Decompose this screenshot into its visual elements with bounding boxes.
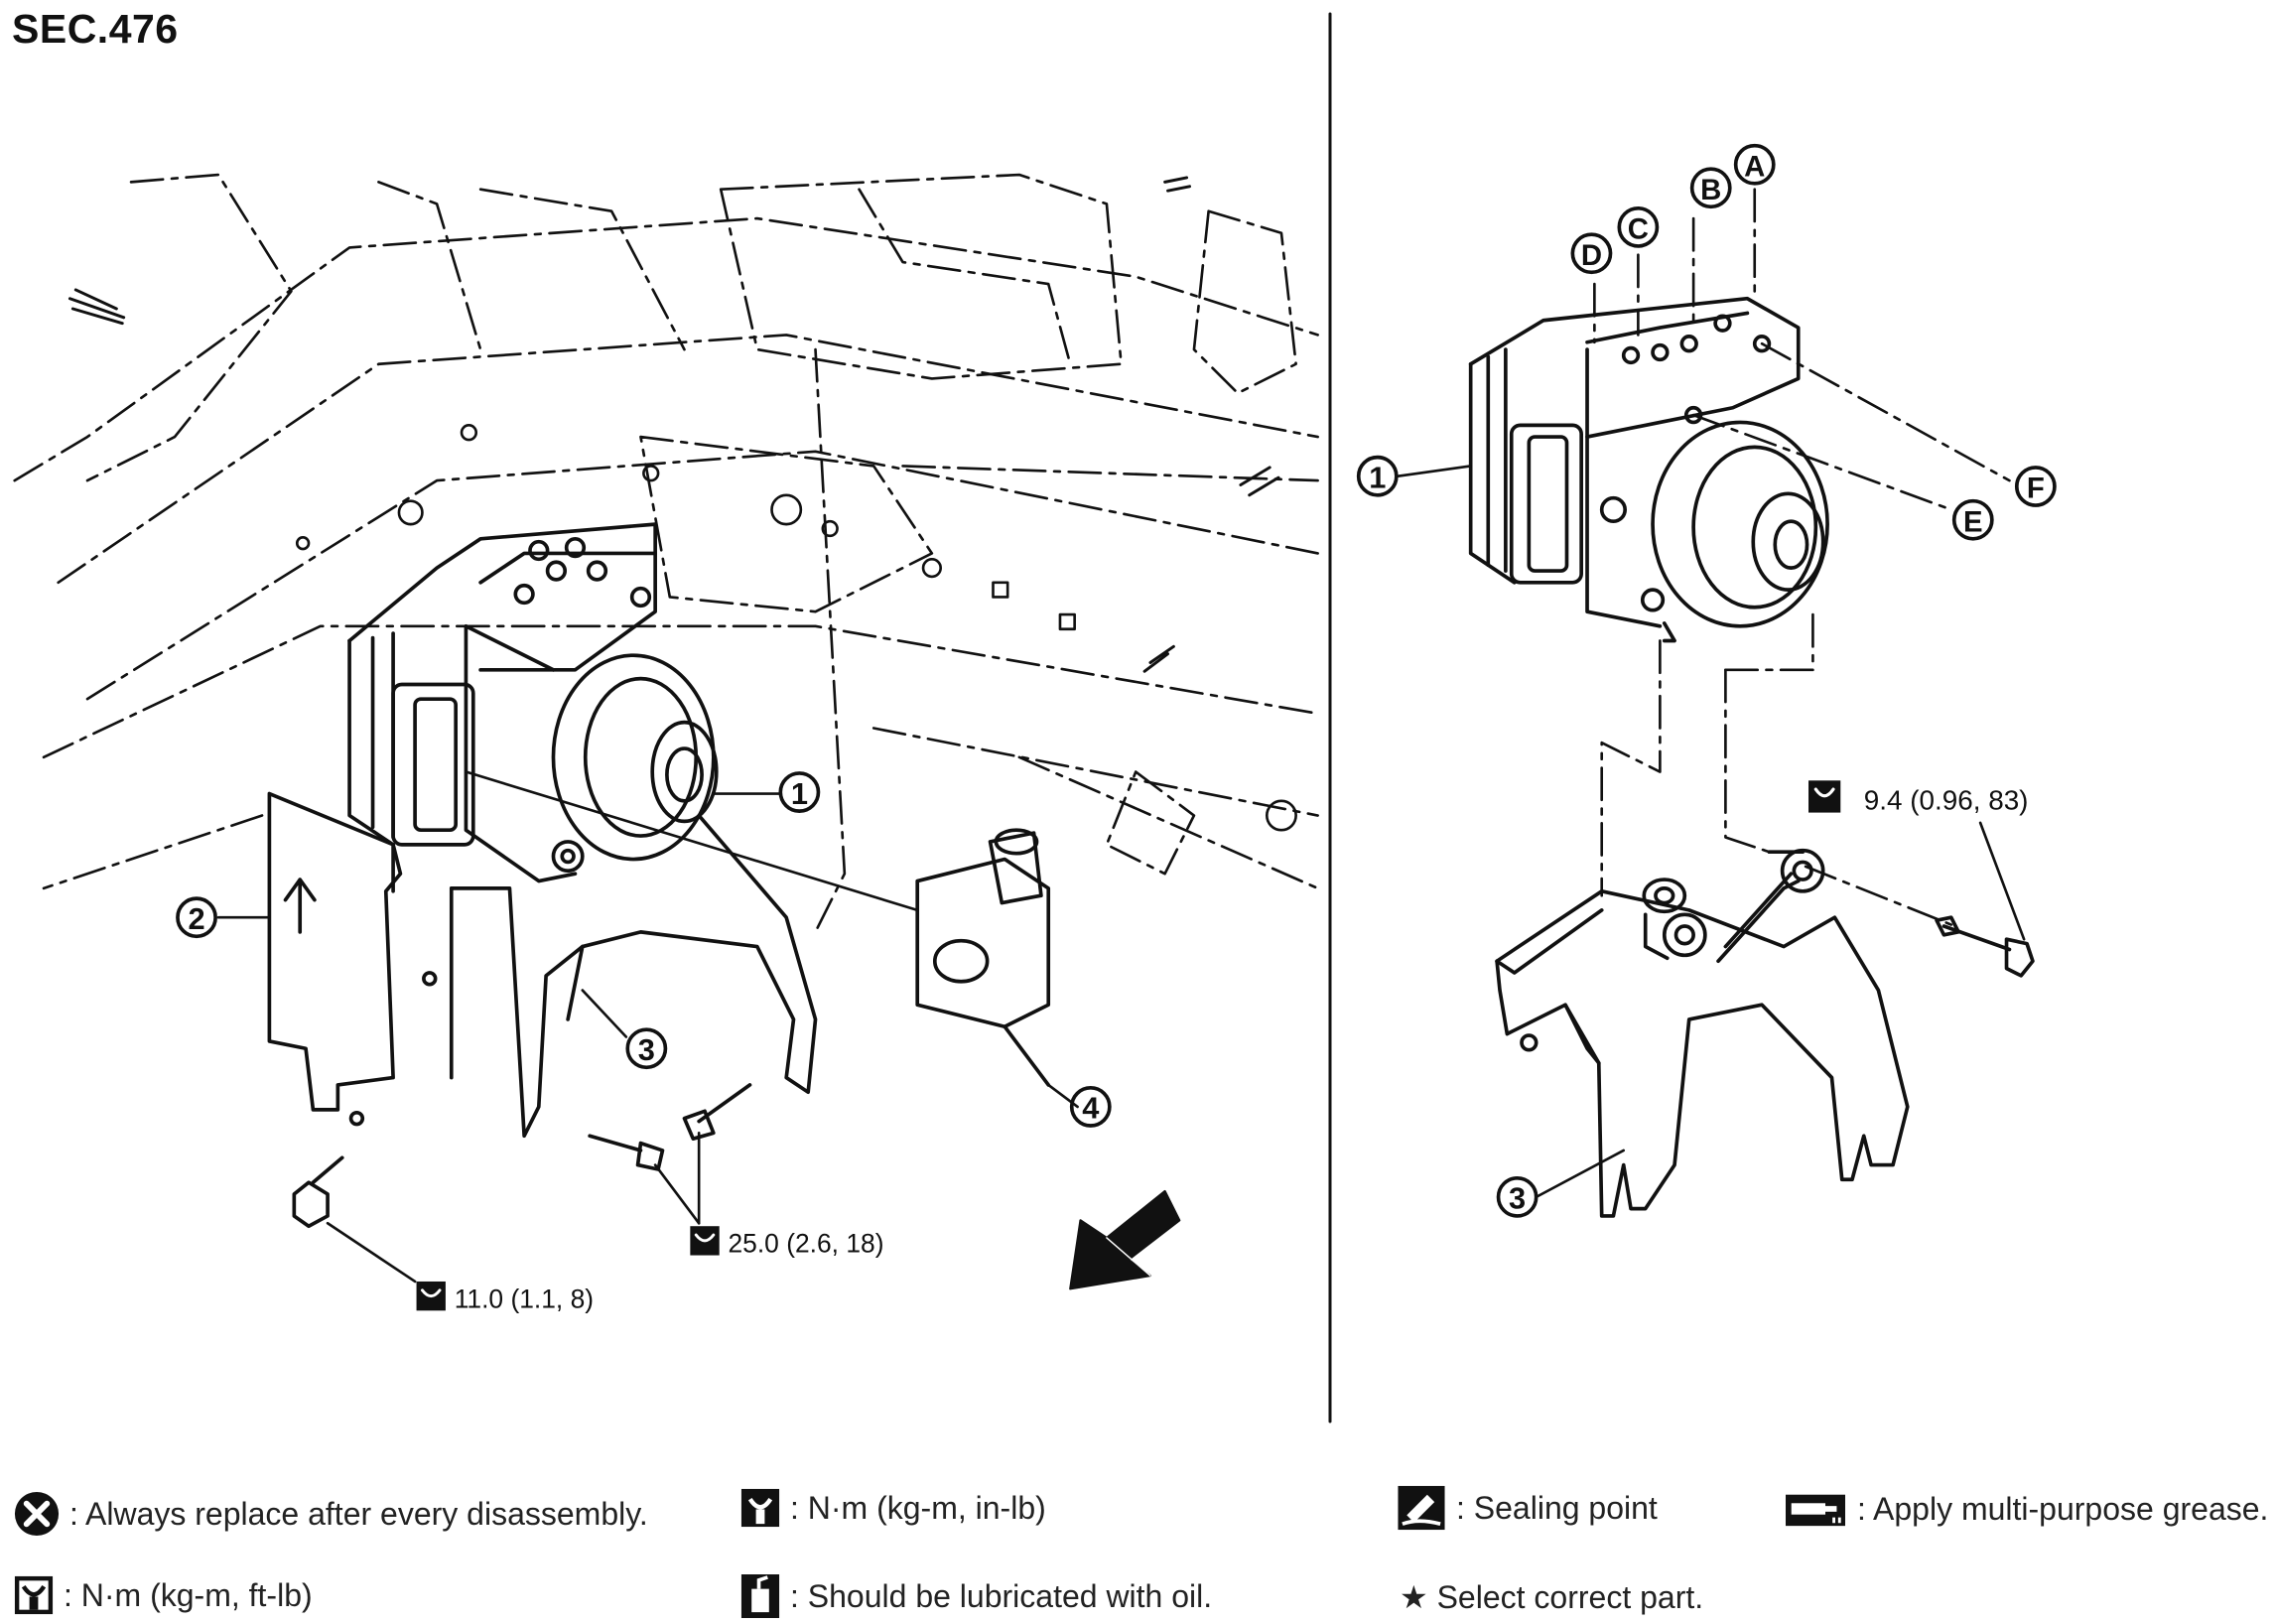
legend-grease: : Apply multi-purpose grease. xyxy=(1782,1489,2268,1529)
legend-replace: : Always replace after every disassembly… xyxy=(12,1489,648,1539)
torque-spec-bracket-bolts: 25.0 (2.6, 18) xyxy=(690,1226,884,1259)
callout-3-left: 3 xyxy=(625,1027,668,1070)
bolt-right xyxy=(1935,821,2035,978)
port-label-b: B xyxy=(1689,167,1732,209)
torque-spec-side-bolt: 9.4 (0.96, 83) xyxy=(1808,780,2029,816)
callout-2: 2 xyxy=(176,896,217,939)
callout-1-right: 1 xyxy=(1356,455,1399,497)
leader-lines-left xyxy=(216,770,1079,1284)
legend-text: : N·m (kg-m, in-lb) xyxy=(790,1489,1046,1526)
sealing-point-icon xyxy=(1398,1485,1445,1531)
svg-text:25.0 (2.6, 18): 25.0 (2.6, 18) xyxy=(729,1229,884,1259)
sensor-4 xyxy=(915,828,1051,1087)
port-label-e: E xyxy=(1951,498,1994,541)
svg-text:E: E xyxy=(1963,505,1983,538)
legend-text: : Apply multi-purpose grease. xyxy=(1857,1490,2269,1527)
torque-wrench-ftlb-icon xyxy=(14,1575,54,1615)
port-label-f: F xyxy=(2014,466,2057,507)
svg-text:3: 3 xyxy=(638,1032,655,1067)
legend-sealing: : Sealing point xyxy=(1395,1483,1658,1533)
svg-text:C: C xyxy=(1628,213,1649,246)
svg-text:D: D xyxy=(1581,239,1602,272)
callout-1-left: 1 xyxy=(778,771,821,813)
right-view: 1 3 A B C D E F xyxy=(1356,143,2057,1218)
callout-4: 4 xyxy=(1069,1086,1112,1128)
front-direction-arrow xyxy=(1069,1189,1181,1290)
svg-text:4: 4 xyxy=(1082,1091,1099,1126)
port-label-c: C xyxy=(1617,205,1660,248)
body-holes xyxy=(295,424,1297,832)
legend-text: : N·m (kg-m, ft-lb) xyxy=(64,1576,313,1613)
svg-text:A: A xyxy=(1744,151,1765,184)
bracket-3-right xyxy=(1495,872,1910,1218)
legend-torque-inlb: : N·m (kg-m, in-lb) xyxy=(738,1486,1046,1530)
callout-3-right: 3 xyxy=(1496,1175,1539,1218)
legend-text: : Always replace after every disassembly… xyxy=(69,1495,648,1532)
legend-oil: : Should be lubricated with oil. xyxy=(738,1571,1212,1621)
legend-select-part: ★ Select correct part. xyxy=(1400,1578,1703,1616)
right-guide-lines xyxy=(1593,188,2011,926)
svg-text:9.4 (0.96, 83): 9.4 (0.96, 83) xyxy=(1864,785,2029,816)
legend-text: ★ Select correct part. xyxy=(1400,1579,1704,1615)
vehicle-body-structure xyxy=(13,173,1319,934)
svg-text:F: F xyxy=(2027,473,2045,505)
svg-text:2: 2 xyxy=(188,901,204,936)
abs-actuator-unit-left xyxy=(347,522,719,883)
legend-text: : Should be lubricated with oil. xyxy=(790,1577,1213,1614)
cover-2 xyxy=(267,791,438,1127)
oil-can-icon xyxy=(740,1574,780,1618)
port-label-d: D xyxy=(1570,232,1613,275)
leader-lines-right xyxy=(1396,465,1626,1199)
svg-text:3: 3 xyxy=(1509,1181,1526,1216)
section-code: SEC.476 xyxy=(12,6,179,52)
legend-text: : Sealing point xyxy=(1456,1489,1658,1526)
torque-spec-lower-bolt: 11.0 (1.1, 8) xyxy=(416,1281,594,1313)
body-studs xyxy=(67,176,1280,673)
svg-text:1: 1 xyxy=(791,776,808,811)
grease-tube-icon xyxy=(1786,1494,1845,1527)
svg-text:B: B xyxy=(1700,174,1721,206)
svg-text:11.0 (1.1, 8): 11.0 (1.1, 8) xyxy=(455,1284,594,1313)
left-view: 1 2 3 4 25.0 (2.6, 18) 11.0 (1.1, 8) xyxy=(13,173,1319,1313)
grommets xyxy=(1642,848,1825,961)
bracket-3-left xyxy=(449,813,818,1139)
port-label-a: A xyxy=(1733,143,1776,186)
bolts-left xyxy=(292,1083,752,1229)
svg-text:1: 1 xyxy=(1369,460,1386,494)
abs-actuator-unit-right xyxy=(1468,296,1829,643)
replace-x-icon xyxy=(14,1491,60,1537)
torque-wrench-inlb-icon xyxy=(740,1488,780,1528)
legend-torque-ftlb: : N·m (kg-m, ft-lb) xyxy=(12,1573,313,1617)
